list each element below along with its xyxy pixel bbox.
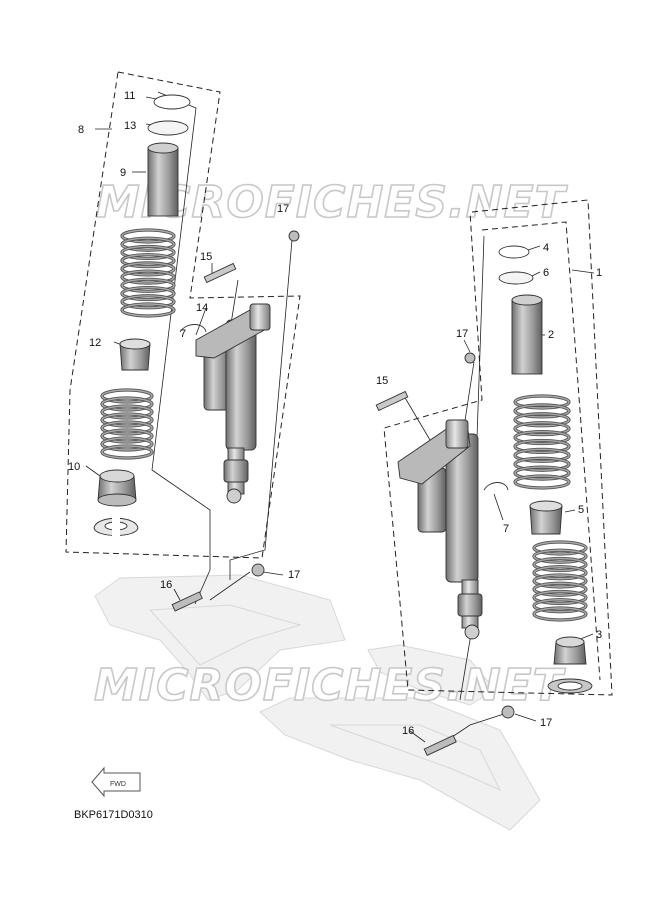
lower-spring-right [532, 540, 588, 622]
bolt-16-right [423, 734, 457, 756]
forward-arrow-icon: FWD [91, 766, 141, 798]
callout-13: 13 [124, 120, 136, 132]
snap-ring-11 [153, 94, 191, 110]
spring-coil-highlight [514, 439, 570, 454]
nut-17-right-lower [501, 705, 515, 719]
bolt-15-left [203, 262, 237, 284]
spring-coil-highlight [533, 607, 587, 621]
callout-8: 8 [78, 124, 84, 136]
spring-coil-highlight [514, 421, 570, 436]
spring-coil-highlight [121, 229, 175, 243]
snap-ring-4 [498, 245, 530, 259]
callout-11: 11 [124, 90, 135, 102]
callout-5: 5 [578, 504, 584, 516]
callout-9: 9 [120, 167, 126, 179]
spring-coil-highlight [101, 429, 153, 443]
assembly-boundary-1 [383, 199, 613, 696]
bolt-15-right [375, 390, 409, 412]
callout-2: 2 [548, 329, 554, 341]
spring-coil-highlight [533, 541, 587, 555]
callout-7-right: 7 [503, 523, 509, 535]
upper-spring-right [513, 394, 571, 490]
callout-14: 14 [196, 302, 208, 314]
callout-4: 4 [543, 242, 549, 254]
callout-3: 3 [596, 629, 602, 641]
callout-15-right: 15 [376, 375, 388, 387]
spring-coil-highlight [101, 413, 153, 427]
callout-17-right-lower: 17 [540, 717, 552, 729]
spring-coil-highlight [533, 566, 587, 580]
spring-coil-highlight [101, 389, 153, 403]
spring-seat-3 [547, 636, 593, 694]
spring-coil-highlight [514, 457, 570, 471]
shock-absorber-right [397, 419, 483, 640]
spring-coil-highlight [514, 448, 570, 463]
spring-coil-highlight [121, 303, 175, 317]
callout-7-left: 7 [180, 328, 186, 340]
spring-coil-highlight [533, 582, 587, 596]
ring-6 [498, 271, 534, 285]
spring-coil-highlight [101, 437, 153, 451]
callout-17-left-lower: 17 [288, 569, 300, 581]
spring-coil-highlight [514, 413, 570, 427]
nut-17-left-upper [288, 230, 300, 242]
collar-7-right [483, 482, 509, 491]
spring-coil-highlight [533, 574, 587, 588]
callout-17-left-upper: 17 [277, 203, 289, 215]
split-collar-left [93, 516, 139, 538]
spring-coil-highlight [101, 405, 153, 419]
ghost-swingarm-left [94, 574, 346, 701]
spring-seat-10 [97, 469, 137, 507]
lower-spring-left [100, 388, 154, 460]
bolt-16-left [171, 591, 203, 612]
upper-spring-left [120, 228, 176, 318]
diagram-code: BKP6171D0310 [74, 809, 153, 821]
nut-17-left-lower [251, 563, 265, 577]
spring-seat-5 [529, 500, 563, 535]
watermark-bottom: MICROFICHES.NET [94, 660, 566, 711]
spring-coil-highlight [121, 270, 175, 284]
spring-coil-highlight [121, 286, 175, 301]
spring-coil-highlight [101, 445, 153, 459]
callout-10: 10 [68, 461, 80, 473]
spring-coil-highlight [121, 295, 175, 309]
spring-guide-2 [511, 294, 543, 375]
spring-coil-highlight [514, 430, 570, 445]
spring-coil-highlight [121, 253, 175, 268]
ghost-swingarm-right [259, 644, 541, 831]
forward-arrow-label: FWD [110, 781, 126, 788]
callout-17-right-upper: 17 [456, 328, 468, 340]
collar-14 [179, 324, 207, 333]
spring-seat-12 [119, 338, 151, 371]
nut-17-right-upper [464, 352, 476, 364]
spring-coil-highlight [533, 599, 587, 613]
spring-coil-highlight [533, 557, 587, 572]
assembly-boundary-1-inner [481, 221, 601, 681]
callout-16-right: 16 [402, 725, 414, 737]
ring-13 [147, 120, 189, 136]
spring-coil-highlight [514, 466, 570, 480]
spring-coil-highlight [533, 590, 587, 605]
assembly-boundary-8 [65, 71, 301, 559]
spring-coil-highlight [514, 475, 570, 489]
spring-coil-highlight [514, 395, 570, 409]
spring-coil-highlight [101, 421, 153, 435]
callout-6: 6 [543, 267, 549, 279]
spring-coil-highlight [121, 237, 175, 251]
callout-1: 1 [596, 267, 602, 279]
shock-absorber-left [195, 303, 271, 504]
callout-labels: 11 13 8 9 12 10 14 15 17 16 17 4 6 1 2 1… [68, 90, 602, 737]
spring-coil-highlight [121, 245, 175, 260]
spring-coil-highlight [533, 549, 587, 563]
spring-coil-highlight [121, 262, 175, 276]
callout-15-left: 15 [200, 251, 212, 263]
callout-16-left: 16 [160, 579, 172, 591]
callout-12: 12 [89, 337, 101, 349]
spring-coil-highlight [101, 397, 153, 411]
spring-coil-highlight [121, 278, 175, 293]
spring-guide-9 [147, 142, 179, 217]
spring-coil-highlight [514, 404, 570, 418]
